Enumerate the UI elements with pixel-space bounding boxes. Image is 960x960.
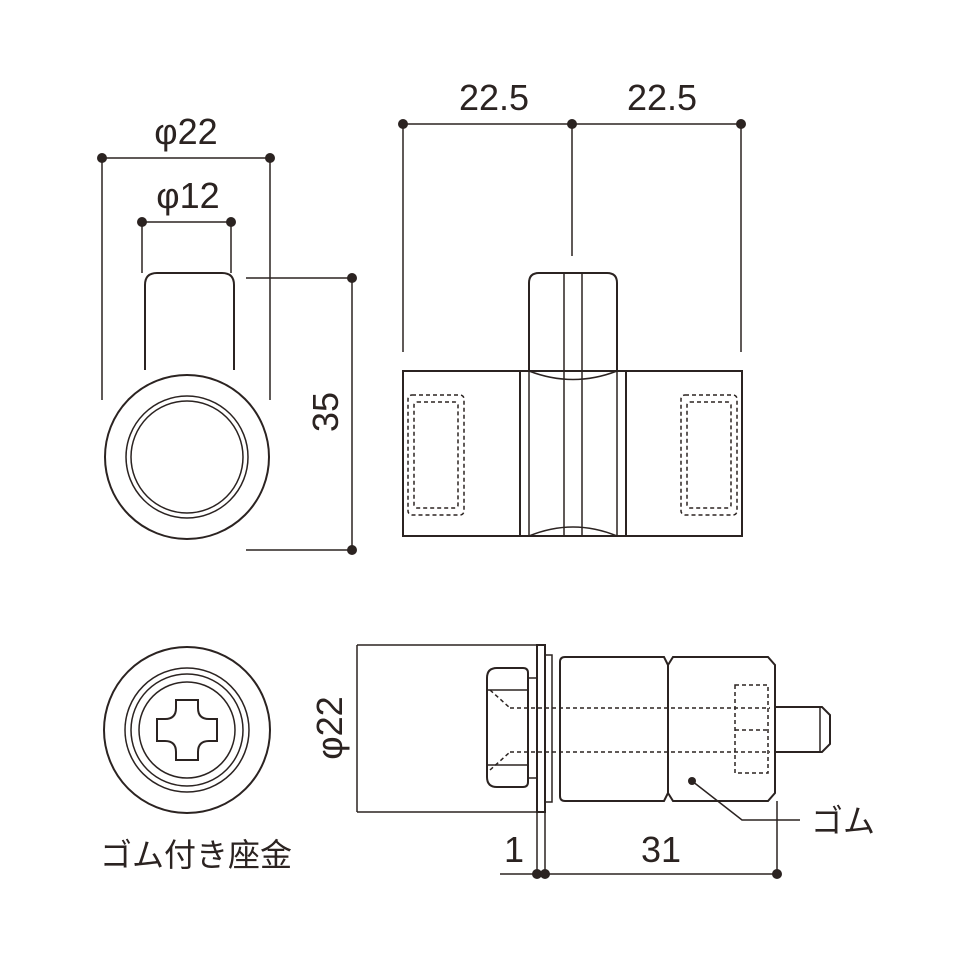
hidden-nut-left-inner bbox=[413, 401, 459, 509]
hidden-nut-right bbox=[680, 394, 738, 516]
hidden-nut-left bbox=[407, 394, 465, 516]
pin-outline bbox=[144, 272, 235, 370]
dim-dot bbox=[97, 153, 107, 163]
dim-label-flange-thickness: 1 bbox=[504, 829, 524, 870]
hex-head bbox=[486, 667, 529, 788]
collar-curve-bottom bbox=[528, 526, 618, 537]
dim-dot bbox=[137, 217, 147, 227]
base-inner-circle-2 bbox=[130, 400, 244, 514]
dim-dot bbox=[398, 119, 408, 129]
view-bottom-left: ゴム付き座金 bbox=[100, 646, 292, 874]
base-inner-circle bbox=[125, 395, 249, 519]
dim-dot bbox=[347, 273, 357, 283]
label-rubber: ゴム bbox=[811, 802, 875, 840]
flange-lip bbox=[544, 654, 553, 803]
hidden-head-bottom bbox=[489, 751, 511, 771]
dim-dot bbox=[347, 545, 357, 555]
dim-dot bbox=[540, 869, 550, 879]
body-section-1 bbox=[559, 656, 669, 802]
washer-mid-circle bbox=[124, 667, 250, 793]
view-top-left: φ22 φ12 35 bbox=[97, 111, 357, 555]
dim-label-width-left: 22.5 bbox=[459, 77, 529, 118]
dim-dot bbox=[736, 119, 746, 129]
body-section-2 bbox=[667, 656, 776, 802]
dim-label-width-right: 22.5 bbox=[627, 77, 697, 118]
hidden-nut-right-inner bbox=[686, 401, 732, 509]
label-washer: ゴム付き座金 bbox=[100, 836, 292, 874]
dim-dot bbox=[772, 869, 782, 879]
phillips-cross-icon bbox=[156, 699, 218, 761]
dim-dot bbox=[226, 217, 236, 227]
neck bbox=[527, 677, 538, 779]
leader-line bbox=[691, 780, 800, 821]
washer-outer-circle bbox=[103, 646, 271, 814]
dim-label-top-inner-diameter: φ12 bbox=[156, 175, 219, 216]
dim-label-height: 35 bbox=[305, 392, 346, 432]
view-bottom-right: φ22 1 31 ゴム bbox=[309, 644, 875, 879]
threaded-rod bbox=[775, 706, 831, 753]
dim-dot bbox=[265, 153, 275, 163]
base-outer-circle bbox=[104, 374, 270, 540]
hidden-nut bbox=[734, 684, 769, 774]
dim-label-bottom-diameter: φ22 bbox=[309, 696, 350, 759]
dim-dot bbox=[532, 869, 542, 879]
flange bbox=[536, 644, 546, 813]
dim-label-top-outer-diameter: φ22 bbox=[154, 111, 217, 152]
dim-dot bbox=[567, 119, 577, 129]
collar-curve-top bbox=[528, 370, 618, 381]
view-top-right: 22.5 22.5 bbox=[398, 77, 746, 537]
screw-head-outer bbox=[130, 673, 244, 787]
pin-outline bbox=[528, 272, 618, 371]
hidden-head-top bbox=[489, 689, 511, 709]
screw-head-inner bbox=[138, 681, 236, 779]
dim-label-body-length: 31 bbox=[641, 829, 681, 870]
body-outline bbox=[402, 370, 743, 537]
